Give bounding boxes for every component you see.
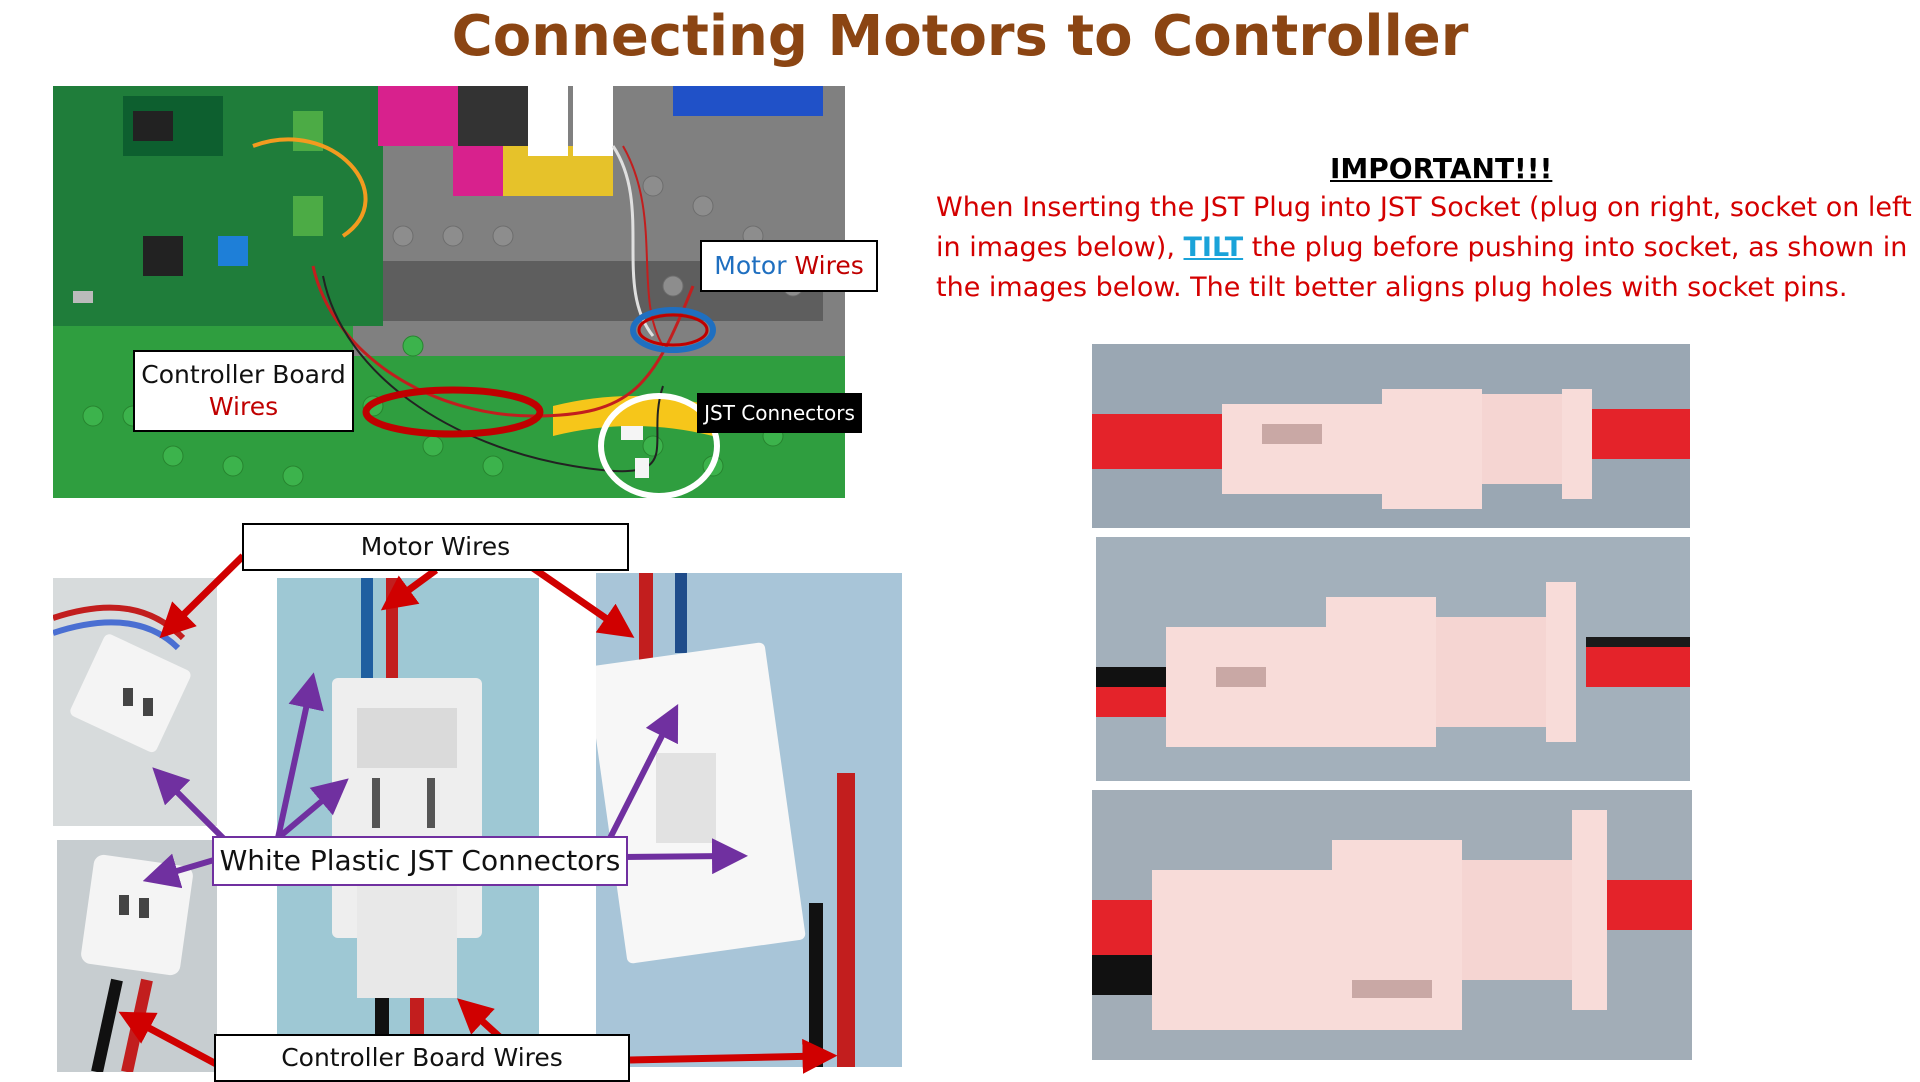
controller-board-wires-label-bottom: Controller Board Wires <box>214 1034 630 1082</box>
tilt-word: TILT <box>1183 232 1244 263</box>
controller-board-label-top: Controller Board Wires <box>133 350 354 432</box>
tilt-photo-2 <box>1096 537 1690 781</box>
arrow-motor-2 <box>380 567 439 611</box>
arrow-jst-2 <box>142 853 215 889</box>
white-plastic-jst-label: White Plastic JST Connectors <box>212 836 628 886</box>
motor-word: Motor <box>714 250 795 280</box>
controller-board-text: Controller Board <box>141 359 346 389</box>
arrow-jst-3 <box>275 672 324 839</box>
arrow-jst-6 <box>623 838 748 875</box>
arrow-ctrl-3 <box>629 1038 838 1074</box>
jst-connectors-label: JST Connectors <box>697 393 862 433</box>
tilt-photo-3 <box>1092 790 1692 1060</box>
important-text-before: When Inserting the JST Plug into JST Soc… <box>936 192 1912 263</box>
controller-board-wires-text: Wires <box>208 392 279 421</box>
tilt-photo-1 <box>1092 344 1690 528</box>
important-text: When Inserting the JST Plug into JST Soc… <box>936 188 1916 308</box>
important-heading: IMPORTANT!!! <box>1330 152 1553 185</box>
arrow-jst-4 <box>276 778 349 841</box>
important-text-after: the plug before pushing into socket, as … <box>936 232 1908 303</box>
jst-photo-4 <box>596 573 902 1067</box>
wires-word: Wires <box>794 250 864 280</box>
motor-wires-label-bottom: Motor Wires <box>242 523 629 571</box>
arrow-motor-3 <box>528 563 635 638</box>
motor-wires-label-top: Motor Wires <box>700 240 878 292</box>
arrow-jst-1 <box>152 767 228 843</box>
arrow-ctrl-1 <box>118 1011 222 1070</box>
page-title: Connecting Motors to Controller <box>451 4 1469 69</box>
arrow-motor-1 <box>159 553 246 639</box>
arrow-jst-5 <box>601 703 679 852</box>
